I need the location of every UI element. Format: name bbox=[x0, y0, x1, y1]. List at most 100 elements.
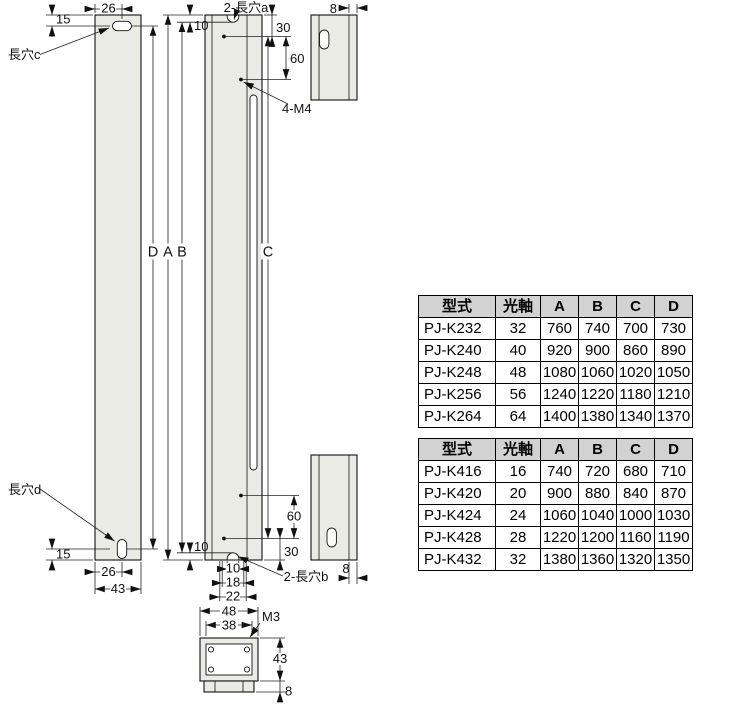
dim-label-notch-10: 10 bbox=[226, 561, 240, 576]
value-cell: 1320 bbox=[616, 548, 655, 571]
value-cell: 1080 bbox=[540, 361, 579, 384]
value-cell: 16 bbox=[495, 460, 541, 483]
m3-label: M3 bbox=[262, 609, 280, 624]
bracket-slot bbox=[319, 29, 330, 50]
dim-label-8-section: 8 bbox=[285, 684, 292, 699]
value-cell: 40 bbox=[495, 339, 541, 362]
dim-label-60-bottom: 60 bbox=[287, 509, 301, 524]
model-cell: PJ-K248 bbox=[418, 361, 496, 384]
dim-label-notch-22: 22 bbox=[226, 589, 240, 604]
column-header: D bbox=[654, 295, 693, 318]
column-header: C bbox=[616, 295, 655, 318]
value-cell: 1360 bbox=[578, 548, 617, 571]
m4-hole bbox=[239, 77, 243, 82]
value-cell: 880 bbox=[578, 482, 617, 505]
value-cell: 1210 bbox=[654, 383, 693, 406]
value-cell: 1200 bbox=[578, 526, 617, 549]
value-cell: 730 bbox=[654, 317, 693, 340]
value-cell: 920 bbox=[540, 339, 579, 362]
dim-label-10-bottom: 10 bbox=[194, 539, 208, 554]
value-cell: 1000 bbox=[616, 504, 655, 527]
slot-c bbox=[112, 20, 132, 32]
m3-hole bbox=[243, 646, 251, 653]
value-cell: 710 bbox=[654, 460, 693, 483]
dim-label-43-section: 43 bbox=[273, 651, 287, 666]
value-cell: 32 bbox=[495, 317, 541, 340]
dim-label-26-bottom: 26 bbox=[101, 564, 115, 579]
m4-label: 4-M4 bbox=[282, 101, 312, 116]
value-cell: 1060 bbox=[578, 361, 617, 384]
value-cell: 1040 bbox=[578, 504, 617, 527]
m3-hole bbox=[243, 666, 251, 673]
slot-d bbox=[116, 539, 128, 559]
column-header: D bbox=[654, 438, 693, 461]
model-cell: PJ-K420 bbox=[418, 482, 496, 505]
column-header: 光軸 bbox=[495, 438, 541, 461]
value-cell: 64 bbox=[495, 405, 541, 428]
dim-label-10-top: 10 bbox=[194, 18, 208, 33]
value-cell: 870 bbox=[654, 482, 693, 505]
value-cell: 1190 bbox=[654, 526, 693, 549]
slot-b-bottom-notch bbox=[226, 552, 240, 561]
column-header: A bbox=[540, 295, 579, 318]
model-cell: PJ-K232 bbox=[418, 317, 496, 340]
value-cell: 860 bbox=[616, 339, 655, 362]
slot-b-label: 2-長穴b bbox=[284, 569, 329, 584]
section-foot bbox=[203, 680, 255, 693]
value-cell: 1160 bbox=[616, 526, 655, 549]
value-cell: 28 bbox=[495, 526, 541, 549]
value-cell: 1340 bbox=[616, 405, 655, 428]
model-cell: PJ-K264 bbox=[418, 405, 496, 428]
value-cell: 56 bbox=[495, 383, 541, 406]
column-header: 型式 bbox=[418, 295, 496, 318]
value-cell: 1370 bbox=[654, 405, 693, 428]
dim-label-8-top: 8 bbox=[330, 1, 337, 16]
value-cell: 700 bbox=[616, 317, 655, 340]
value-cell: 900 bbox=[578, 339, 617, 362]
model-cell: PJ-K424 bbox=[418, 504, 496, 527]
slot-d-label: 長穴d bbox=[8, 482, 41, 497]
dim-label-30-top: 30 bbox=[276, 20, 290, 35]
optical-window bbox=[249, 94, 258, 471]
dim-label-30-bottom: 30 bbox=[284, 544, 298, 559]
value-cell: 1240 bbox=[540, 383, 579, 406]
label-backgrounds bbox=[100, 2, 302, 665]
dimension-lines bbox=[39, 4, 368, 703]
value-cell: 1060 bbox=[540, 504, 579, 527]
value-cell: 1030 bbox=[654, 504, 693, 527]
column-header: C bbox=[616, 438, 655, 461]
column-header: 型式 bbox=[418, 438, 496, 461]
dim-label-notch-18: 18 bbox=[226, 575, 240, 590]
value-cell: 24 bbox=[495, 504, 541, 527]
column-header: B bbox=[578, 295, 617, 318]
dim-label-38: 38 bbox=[222, 618, 236, 633]
dim-label-8-bottom: 8 bbox=[342, 561, 349, 576]
slot-c-label: 長穴c bbox=[8, 47, 41, 62]
dim-label-60-top: 60 bbox=[290, 51, 304, 66]
value-cell: 1380 bbox=[540, 548, 579, 571]
m4-hole bbox=[222, 34, 226, 39]
value-cell: 48 bbox=[495, 361, 541, 384]
value-cell: 720 bbox=[578, 460, 617, 483]
value-cell: 760 bbox=[540, 317, 579, 340]
dim-label-A: A bbox=[163, 245, 173, 261]
value-cell: 1350 bbox=[654, 548, 693, 571]
main-body-view bbox=[204, 14, 263, 561]
model-cell: PJ-K416 bbox=[418, 460, 496, 483]
m3-hole bbox=[207, 666, 215, 673]
slot-a-top-notch bbox=[226, 14, 240, 23]
